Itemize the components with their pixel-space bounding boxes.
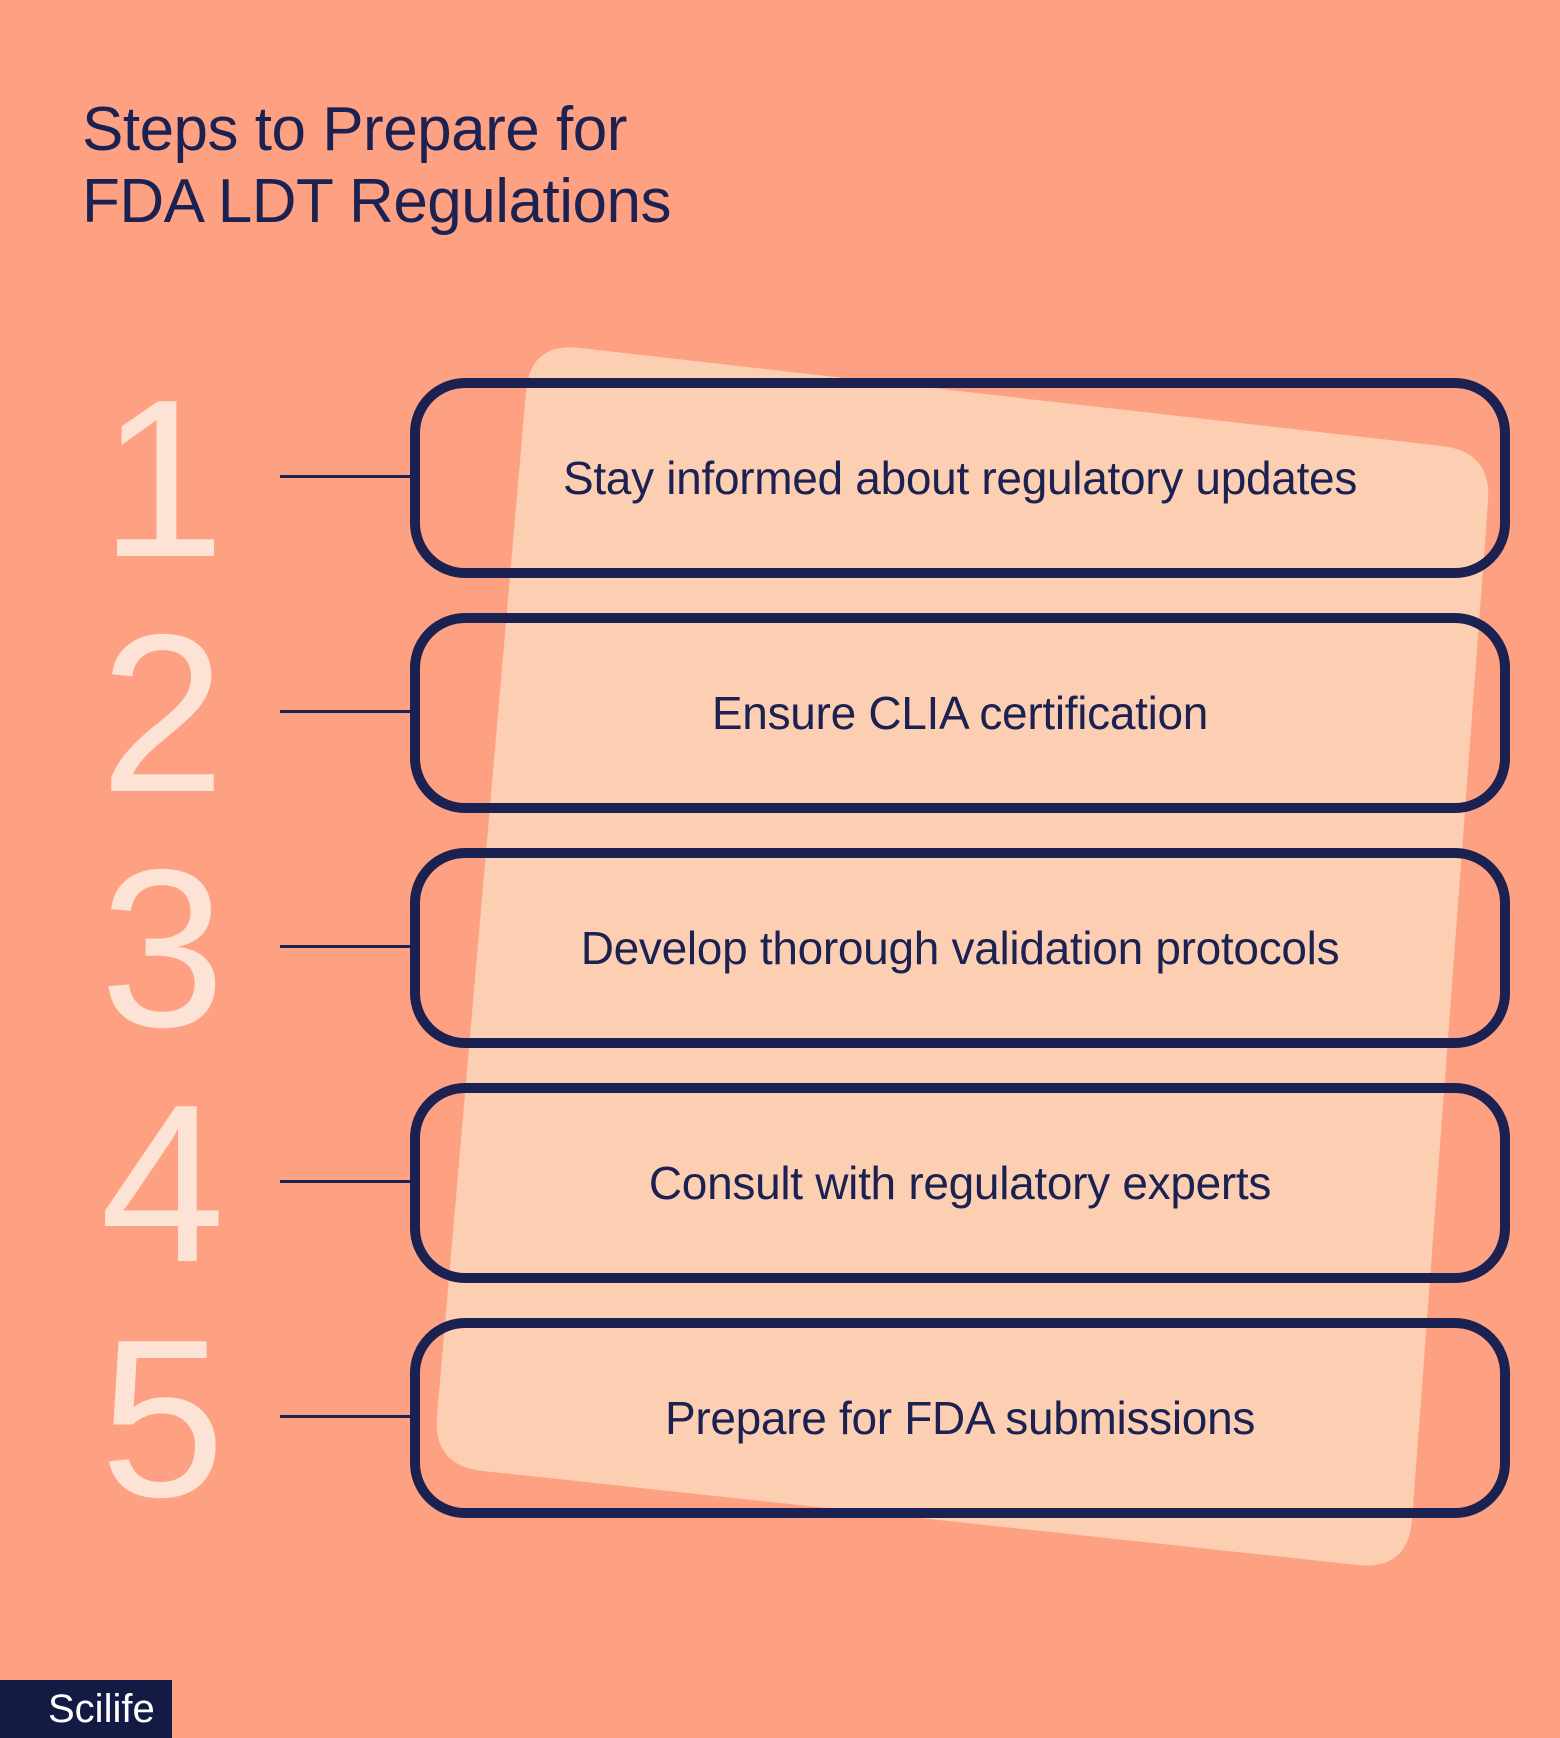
step-row-1: 1 Stay informed about regulatory updates (0, 351, 1560, 604)
step-label-2: Ensure CLIA certification (711, 687, 1209, 739)
step-box-3: Develop thorough validation protocols (410, 848, 1510, 1048)
connector-line-2 (280, 710, 415, 713)
step-label-1: Stay informed about regulatory updates (562, 452, 1358, 504)
page-title-line-1: Steps to Prepare for (82, 95, 627, 164)
step-row-2: 2 Ensure CLIA certification (0, 586, 1560, 839)
connector-line-5 (280, 1415, 415, 1418)
step-number-3: 3 (99, 821, 226, 1074)
step-number-2: 2 (99, 586, 226, 839)
scilife-logo: Scilife (0, 1680, 172, 1738)
step-label-4: Consult with regulatory experts (648, 1157, 1272, 1209)
step-row-4: 4 Consult with regulatory experts (0, 1056, 1560, 1309)
step-box-1: Stay informed about regulatory updates (410, 378, 1510, 578)
step-label-3: Develop thorough validation protocols (580, 922, 1340, 974)
page-title-line-2: FDA LDT Regulations (82, 167, 671, 236)
step-number-5: 5 (99, 1291, 226, 1544)
scilife-logo-text: Scilife (48, 1687, 155, 1731)
step-box-2: Ensure CLIA certification (410, 613, 1510, 813)
step-box-5: Prepare for FDA submissions (410, 1318, 1510, 1518)
step-row-5: 5 Prepare for FDA submissions (0, 1291, 1560, 1544)
step-row-3: 3 Develop thorough validation protocols (0, 821, 1560, 1074)
step-number-4: 4 (99, 1056, 226, 1309)
connector-line-4 (280, 1180, 415, 1183)
page-title: Steps to Prepare for FDA LDT Regulations (82, 94, 671, 238)
step-box-4: Consult with regulatory experts (410, 1083, 1510, 1283)
connector-line-3 (280, 945, 415, 948)
step-label-5: Prepare for FDA submissions (664, 1392, 1256, 1444)
step-number-1: 1 (99, 351, 226, 604)
connector-line-1 (280, 475, 415, 478)
